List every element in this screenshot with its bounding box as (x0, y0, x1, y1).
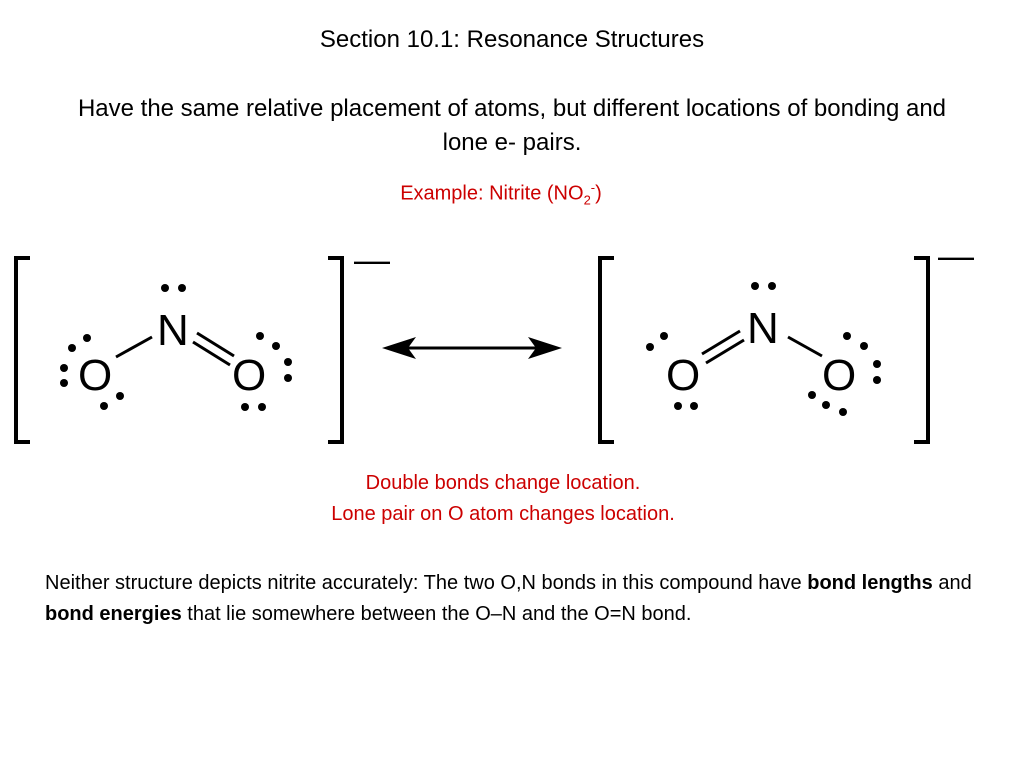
right-atom-n: N (747, 304, 779, 353)
left-atom-o1: O (78, 351, 112, 400)
right-atom-o2: O (822, 351, 856, 400)
example-subscript: 2 (583, 192, 591, 208)
lone-pair-dot (660, 332, 668, 340)
lone-pair-dot (839, 408, 847, 416)
lone-pair-dot (808, 391, 816, 399)
arrow-head-left (382, 337, 416, 359)
left-charge: — (354, 240, 390, 280)
explanation-notes: Double bonds change location. Lone pair … (0, 468, 1006, 530)
left-double-bond-b (192, 340, 231, 367)
lone-pair-dot (822, 401, 830, 409)
body-bold-2: bond energies (45, 603, 182, 625)
note-line-1: Double bonds change location. (365, 472, 641, 494)
lone-pair-dot (751, 282, 759, 290)
lone-pair-dot (60, 379, 68, 387)
lone-pair-dot (83, 334, 91, 342)
right-bracket-close (914, 256, 930, 444)
left-double-bond-a (196, 331, 235, 358)
left-bracket-open (14, 256, 30, 444)
lone-pair-dot (68, 344, 76, 352)
lone-pair-dot (241, 403, 249, 411)
lone-pair-dot (116, 392, 124, 400)
lone-pair-dot (873, 376, 881, 384)
example-label: Example: Nitrite (NO2-) (0, 180, 1002, 208)
lone-pair-dot (178, 284, 186, 292)
lone-pair-dot (674, 402, 682, 410)
lone-pair-dot (860, 342, 868, 350)
body-paragraph: Neither structure depicts nitrite accura… (45, 568, 985, 630)
left-bracket-close (328, 256, 344, 444)
body-part-1: Neither structure depicts nitrite accura… (45, 572, 808, 594)
resonance-arrow (382, 337, 562, 359)
lone-pair-dot (646, 343, 654, 351)
lone-pair-dot (690, 402, 698, 410)
left-single-bond (115, 335, 153, 359)
left-atom-n: N (157, 306, 189, 355)
right-charge: — (938, 240, 974, 276)
left-atom-o2: O (232, 351, 266, 400)
lone-pair-dot (100, 402, 108, 410)
example-suffix: ) (595, 182, 602, 205)
lone-pair-dot (272, 342, 280, 350)
body-part-3: that lie somewhere between the O–N and t… (181, 603, 692, 625)
right-structure: — O N O (598, 240, 974, 444)
lone-pair-dot (768, 282, 776, 290)
lone-pair-dot (284, 374, 292, 382)
lone-pair-dot (256, 332, 264, 340)
slide-subtitle: Have the same relative placement of atom… (77, 95, 947, 156)
right-single-bond (787, 335, 823, 358)
lone-pair-dot (873, 360, 881, 368)
lone-pair-dot (284, 358, 292, 366)
lone-pair-dot (161, 284, 169, 292)
right-double-bond-a (701, 329, 741, 356)
lone-pair-dot (258, 403, 266, 411)
arrow-head-right (528, 337, 562, 359)
left-structure: — O N O (14, 240, 390, 444)
lone-pair-dot (60, 364, 68, 372)
slide-title: Section 10.1: Resonance Structures (319, 26, 705, 53)
lone-pair-dot (843, 332, 851, 340)
note-line-2: Lone pair on O atom changes location. (331, 503, 675, 525)
resonance-diagram: — O N O — O N (14, 240, 974, 444)
right-double-bond-b (705, 338, 745, 365)
body-part-2: and (932, 572, 972, 594)
example-prefix: Example: Nitrite (NO (400, 182, 584, 205)
body-bold-1: bond lengths (807, 572, 933, 594)
example-superscript: - (590, 180, 596, 195)
right-bracket-open (598, 256, 614, 444)
right-atom-o1: O (666, 351, 700, 400)
